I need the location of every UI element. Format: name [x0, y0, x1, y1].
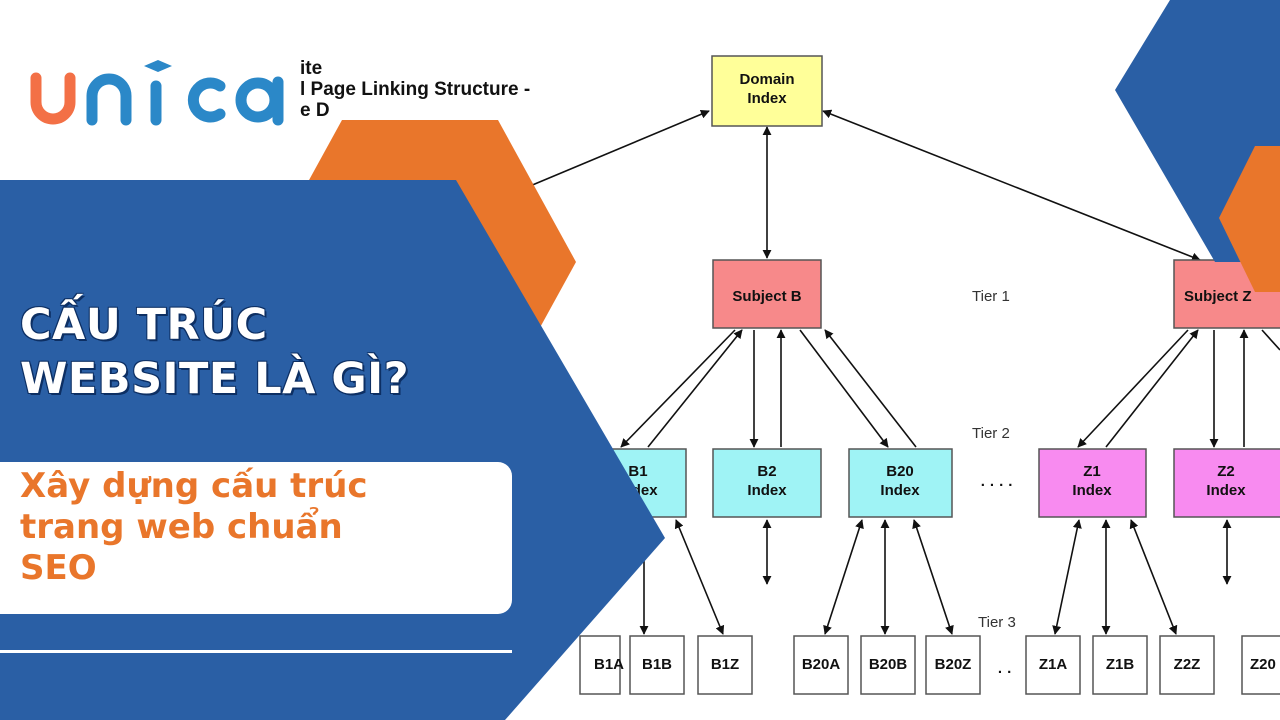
tier1-label: Tier 1: [972, 288, 1010, 305]
b1-index-line1: B1: [628, 463, 647, 480]
z1a-label: Z1A: [1039, 656, 1068, 673]
z2-index-line2: Index: [1206, 482, 1246, 499]
graduation-cap-icon: [144, 60, 172, 72]
diagram-header-line3: e D: [300, 100, 330, 121]
subtitle-line1: Xây dựng cấu trúc: [20, 466, 368, 506]
subject-b-node: Subject B: [712, 259, 822, 329]
diagram-header-line1: ite: [300, 58, 322, 79]
b20-index-node: B20 Index: [848, 448, 953, 518]
diagram-header-line2: l Page Linking Structure -: [300, 79, 530, 100]
z1b-label: Z1B: [1106, 656, 1135, 673]
b1a-label: B1A: [594, 656, 624, 673]
b1z-label: B1Z: [711, 656, 739, 673]
z2-index-node: Z2 Index: [1173, 448, 1280, 518]
logo-letter-n: [86, 73, 132, 126]
b20-index-line1: B20: [886, 463, 914, 480]
site-structure-diagram: ite l Page Linking Structure - e D: [300, 55, 1280, 695]
subtitle-line3: SEO: [20, 548, 97, 588]
orange-hexagon-right: [1219, 146, 1280, 292]
logo-letter-a-bowl: [235, 77, 281, 123]
tier3-label: Tier 3: [978, 614, 1016, 631]
divider-line: [0, 650, 512, 653]
subtitle: Xây dựng cấu trúc trang web chuẩn SEO: [20, 466, 500, 589]
subtitle-line2: trang web chuẩn: [20, 507, 343, 547]
z1-index-line2: Index: [1072, 482, 1112, 499]
b20b-label: B20B: [869, 656, 908, 673]
subject-b-label: Subject B: [732, 288, 801, 305]
logo-letter-u: [30, 72, 76, 125]
tier3-ellipsis: · ·: [998, 664, 1012, 681]
domain-index-line2: Index: [747, 90, 787, 107]
b20z-label: B20Z: [935, 656, 972, 673]
b20a-label: B20A: [802, 656, 841, 673]
unica-logo: [26, 56, 296, 136]
b20-index-line2: Index: [880, 482, 920, 499]
b2-index-line1: B2: [757, 463, 776, 480]
tier2-label: Tier 2: [972, 425, 1010, 442]
b2-index-node: B2 Index: [712, 448, 822, 518]
b1b-label: B1B: [642, 656, 672, 673]
headline-line1: CẤU TRÚC: [20, 300, 268, 350]
tier3-nodes: [579, 635, 1280, 695]
domain-index-node: Domain Index: [711, 55, 823, 127]
headline-line2: WEBSITE LÀ GÌ?: [20, 354, 410, 404]
z1-index-line1: Z1: [1083, 463, 1101, 480]
diagram-arrows: [529, 109, 1280, 635]
z2-index-line1: Z2: [1217, 463, 1235, 480]
tier2-ellipsis: · · · ·: [981, 477, 1013, 494]
logo-letter-c: [187, 77, 226, 123]
z2z-label: Z2Z: [1174, 656, 1201, 673]
subject-z-label: Subject Z: [1184, 288, 1252, 305]
b2-index-line2: Index: [747, 482, 787, 499]
z1-index-node: Z1 Index: [1038, 448, 1147, 518]
domain-index-line1: Domain: [739, 71, 794, 88]
headline: CẤU TRÚC WEBSITE LÀ GÌ?: [20, 298, 580, 406]
z20-label: Z20: [1250, 656, 1276, 673]
subtitle-card: [0, 462, 512, 614]
